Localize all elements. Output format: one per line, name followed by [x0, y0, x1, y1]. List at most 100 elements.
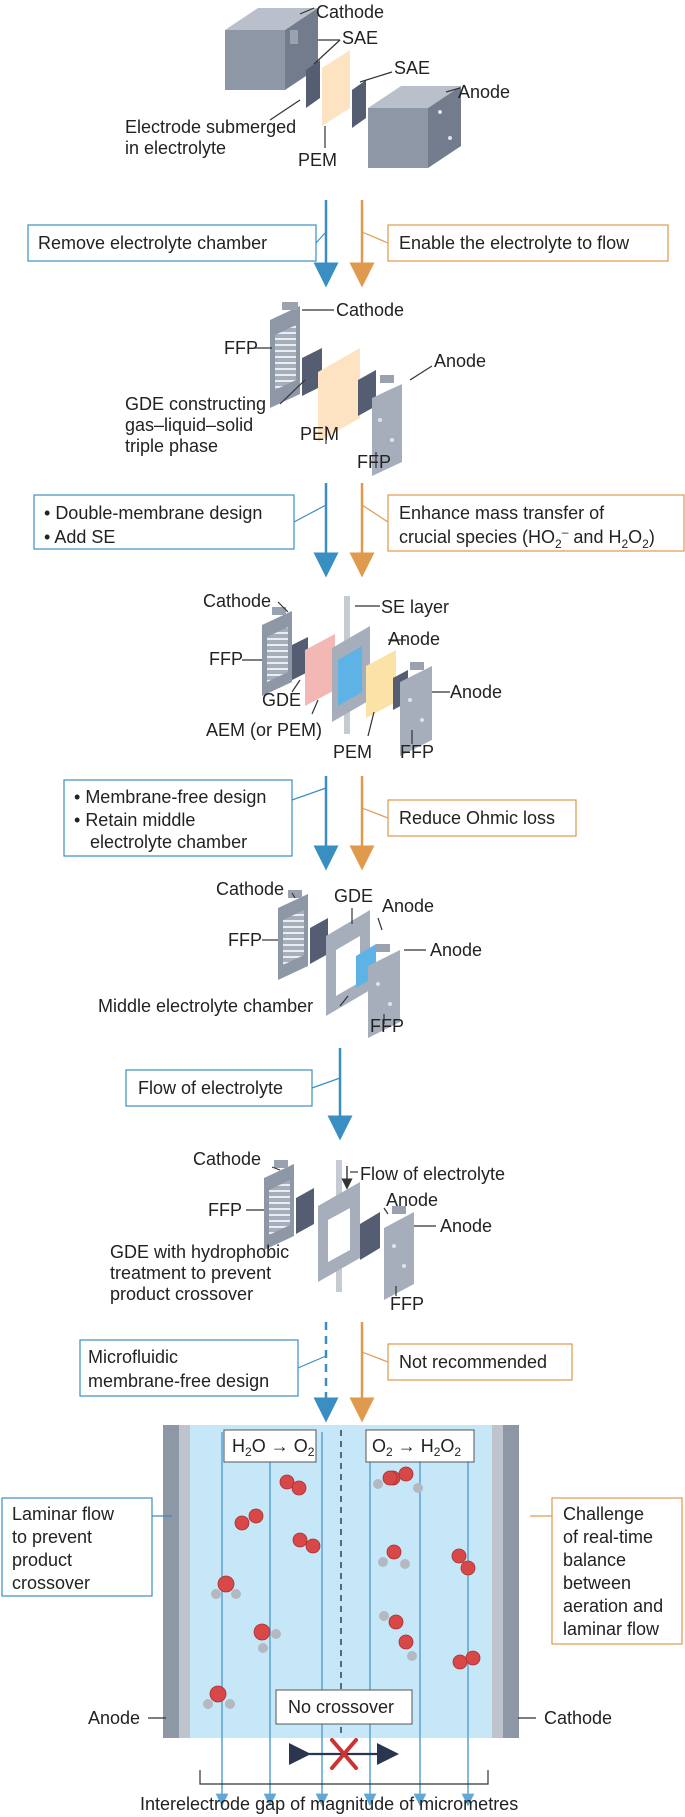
cathode-cube [225, 8, 318, 90]
add-se-text: Add SE [54, 527, 115, 547]
microfluidic-line2: membrane-free design [88, 1371, 269, 1391]
cathode-label: Cathode [316, 2, 384, 22]
cathode-reaction-text: O2 → H2O2 [372, 1436, 461, 1459]
sae-left-plate [306, 60, 320, 108]
challenge-line5: aeration and [563, 1596, 663, 1616]
stage3-double-membrane-cell: Cathode SE layer Anode FFP Anode GDE AEM… [203, 591, 502, 762]
pem-label: PEM [298, 150, 337, 170]
no-crossover-box [275, 1689, 413, 1725]
cathode-label: Cathode [544, 1708, 612, 1728]
pem-membrane [322, 50, 350, 126]
anode-cube [368, 86, 461, 168]
gap-bracket [199, 1770, 489, 1785]
laminar-line4: crossover [12, 1573, 90, 1593]
gde-label: GDE [334, 886, 373, 906]
svg-text:• Double-membrane design: • Double-membrane design [44, 503, 262, 523]
flow-label: Flow of electrolyte [360, 1164, 505, 1184]
enable-flow-text: Enable the electrolyte to flow [399, 233, 630, 253]
laminar-flow-box [1, 1497, 153, 1597]
submerged-label-line1: Electrode submerged [125, 117, 296, 137]
cathode-label: Cathode [203, 591, 271, 611]
laminar-line3: product [12, 1550, 72, 1570]
cathode-label: Cathode [336, 300, 404, 320]
retain-chamber-line2: electrolyte chamber [90, 832, 247, 852]
cathode-catalyst-layer [492, 1425, 503, 1738]
ffp-label-left: FFP [224, 338, 258, 358]
svg-text:• Membrane-free design: • Membrane-free design [74, 787, 266, 807]
peroxide-molecules [373, 1470, 423, 1661]
not-recommended-text: Not recommended [399, 1352, 547, 1372]
mass-transfer-line1: Enhance mass transfer of [399, 503, 605, 523]
sae-label-left: SAE [342, 28, 378, 48]
ffp-label-right: FFP [357, 452, 391, 472]
anode-label: Anode [458, 82, 510, 102]
mass-transfer-line2: crucial species (HO2– and H2O2) [399, 525, 655, 551]
double-membrane-box [33, 494, 295, 550]
sae-right-plate [352, 80, 366, 128]
aem-label: AEM (or PEM) [206, 720, 322, 740]
pem-label: PEM [333, 742, 372, 762]
challenge-line1: Challenge [563, 1504, 644, 1524]
challenge-line4: between [563, 1573, 631, 1593]
anode-label-right: Anode [450, 682, 502, 702]
ffp-label-left: FFP [209, 649, 243, 669]
step5-transition: Microfluidic membrane-free design Not re… [79, 1322, 573, 1423]
cathode-electrode [503, 1425, 519, 1738]
anode-reaction-box [223, 1429, 317, 1463]
membrane-free-box [63, 779, 293, 857]
step3-transition: • Membrane-free design • Retain middle e… [63, 776, 577, 871]
anode-label-top: Anode [386, 1190, 438, 1210]
ffp-label-left: FFP [208, 1200, 242, 1220]
cathode-reaction-box [365, 1429, 475, 1463]
step2-transition: • Double-membrane design • Add SE Enhanc… [33, 483, 685, 578]
se-layer-label: SE layer [381, 597, 449, 617]
gap-label: Interelectrode gap of magnitude of micro… [140, 1794, 518, 1814]
anode-label-right: Anode [440, 1216, 492, 1236]
double-membrane-text: Double-membrane design [55, 503, 262, 523]
remove-chamber-text: Remove electrolyte chamber [38, 233, 267, 253]
cathode-label: Cathode [216, 879, 284, 899]
not-recommended-box [387, 1343, 573, 1381]
anode-catalyst-layer [179, 1425, 190, 1738]
anode-electrode [163, 1425, 179, 1738]
stage1-electrolyte-cell: Cathode SAE SAE Anode Electrode submerge… [125, 2, 510, 170]
laminar-line2: to prevent [12, 1527, 92, 1547]
stage4-middle-chamber-cell: Cathode GDE Anode FFP Anode Middle elect… [98, 879, 482, 1038]
pem-label: PEM [300, 424, 339, 444]
flow-of-electrolyte-box [125, 1069, 313, 1107]
microfluidic-channel: H2O → O2 O2 → H2O2 [1, 1425, 683, 1814]
ffp-label-right: FFP [390, 1294, 424, 1314]
flow-of-electrolyte-text: Flow of electrolyte [138, 1078, 283, 1098]
anode-label-top: Anode [388, 629, 440, 649]
gde-label: GDE [262, 690, 301, 710]
gde-label-line3: product crossover [110, 1284, 253, 1304]
gde-label-line1: GDE with hydrophobic [110, 1242, 289, 1262]
water-molecules [203, 1575, 281, 1709]
stage2-flow-cell: Cathode FFP Anode GDE constructing gas–l… [125, 300, 486, 476]
challenge-line3: balance [563, 1550, 626, 1570]
microfluidic-line1: Microfluidic [88, 1347, 178, 1367]
challenge-line2: of real-time [563, 1527, 653, 1547]
stage5-flowing-electrolyte-cell: Cathode Flow of electrolyte Anode FFP An… [110, 1149, 505, 1314]
anode-label: Anode [434, 351, 486, 371]
submerged-label-line2: in electrolyte [125, 138, 226, 158]
ffp-label-right: FFP [400, 742, 434, 762]
microfluidic-box [79, 1339, 299, 1397]
svg-text:• Retain middle: • Retain middle [74, 810, 195, 830]
no-crossover-text: No crossover [288, 1697, 394, 1717]
anode-label: Anode [88, 1708, 140, 1728]
challenge-line6: laminar flow [563, 1619, 660, 1639]
gde-label-line3: triple phase [125, 436, 218, 456]
ohmic-loss-text: Reduce Ohmic loss [399, 808, 555, 828]
svg-text:• Add SE: • Add SE [44, 527, 115, 547]
mass-transfer-box [387, 494, 685, 552]
gde-label-line2: treatment to prevent [110, 1263, 271, 1283]
ohmic-loss-box [387, 799, 577, 837]
step4-transition: Flow of electrolyte [125, 1048, 353, 1141]
anode-label-top: Anode [382, 896, 434, 916]
sae-label-right: SAE [394, 58, 430, 78]
laminar-line1: Laminar flow [12, 1504, 115, 1524]
challenge-box [551, 1497, 683, 1645]
blocked-cross-icon [330, 1738, 358, 1770]
